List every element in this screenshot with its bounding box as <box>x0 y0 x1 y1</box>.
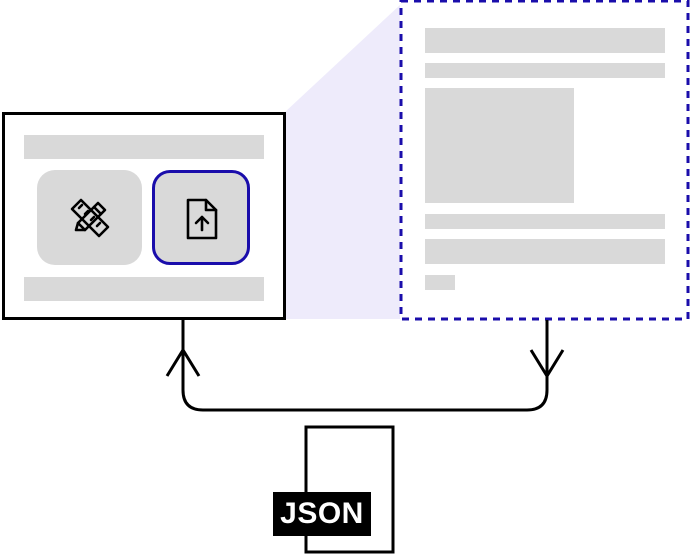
file-upload-tile[interactable] <box>152 170 250 265</box>
design-tools-tile[interactable] <box>37 170 142 265</box>
file-upload-icon <box>186 198 218 240</box>
connector-loop <box>181 320 549 412</box>
design-tools-icon <box>70 198 110 238</box>
page-subtitle-bar <box>425 63 665 78</box>
editor-footer-bar <box>24 277 264 301</box>
down-arrow-icon <box>529 349 565 379</box>
page-text-block <box>425 239 665 264</box>
page-text-line <box>425 214 665 229</box>
page-image-placeholder <box>425 88 574 203</box>
zoom-projection <box>285 5 400 319</box>
editor-header-bar <box>24 135 264 159</box>
json-badge: JSON <box>273 492 371 536</box>
up-arrow-icon <box>165 347 201 377</box>
page-title-bar <box>425 28 665 53</box>
page-small-button <box>425 275 455 290</box>
